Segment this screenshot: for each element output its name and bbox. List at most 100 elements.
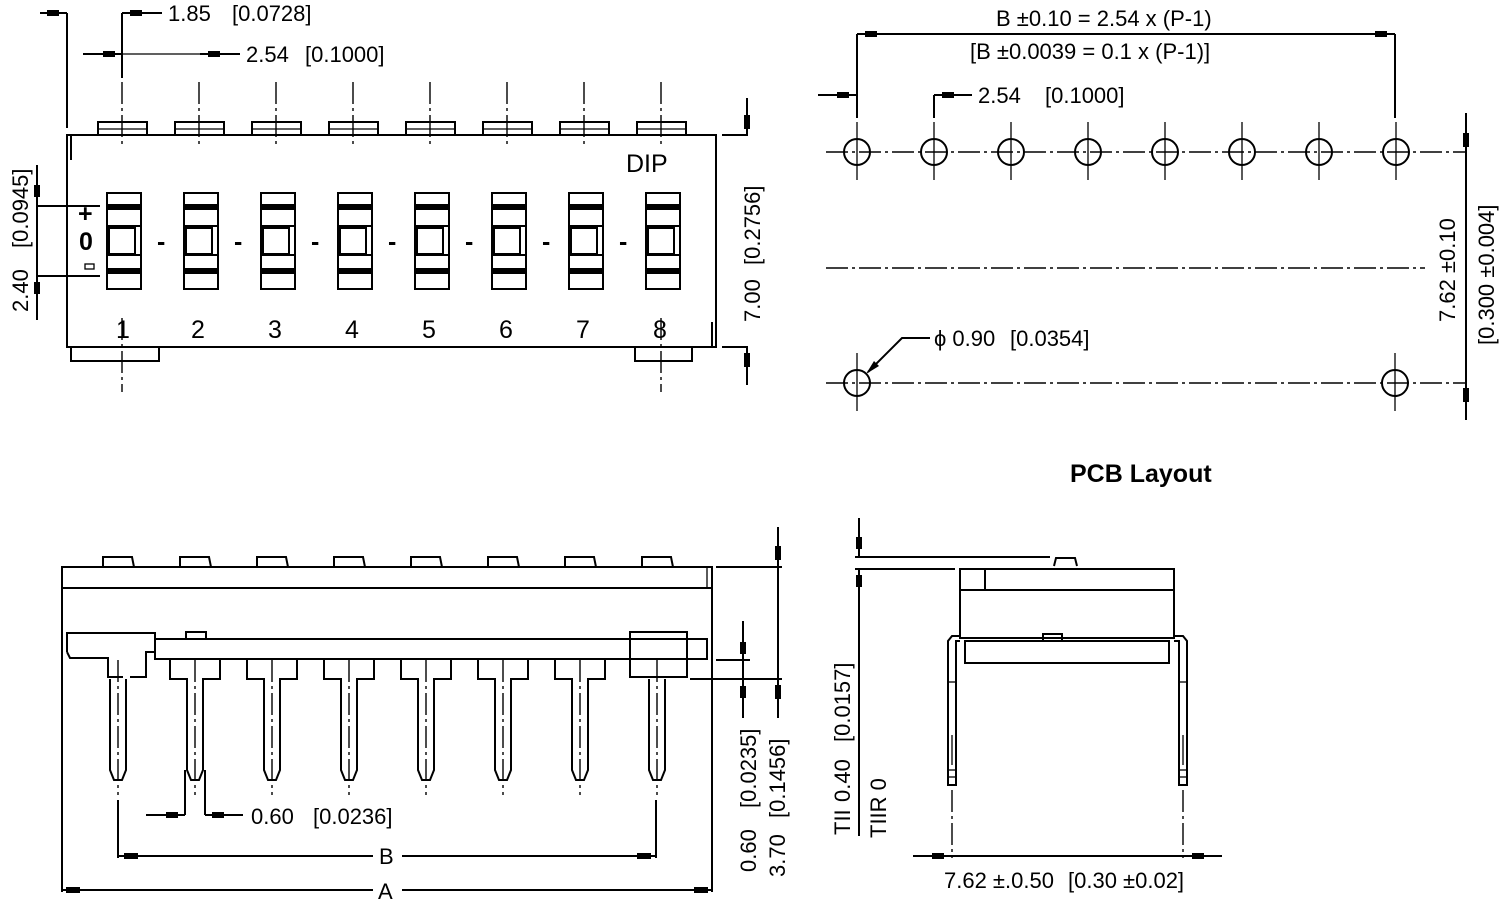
end-row-spacing-inch: [0.30 ±0.02]: [1068, 868, 1184, 893]
side-actuator: [641, 556, 674, 568]
dim-overall-height-inch: [0.1456]: [765, 738, 790, 818]
switch-actuators: [106, 192, 681, 290]
switch-actuator: [647, 227, 675, 255]
dim-arrow: [212, 812, 224, 818]
side-view: 0.60 [0.0236] B A 0.60 [0.0235] 3.70 [0.…: [61, 527, 790, 904]
dim-overall-height: 3.70: [765, 834, 790, 877]
dim-arrow: [744, 115, 750, 129]
switch-band-top: [569, 204, 603, 210]
bottom-pin-tab-8: [634, 346, 693, 362]
side-end-block-left: [66, 632, 156, 678]
pcb-layout-view: B ±0.10 = 2.54 x (P-1) [B ±0.0039 = 0.1 …: [818, 6, 1499, 488]
switch-actuator: [416, 227, 444, 255]
switch-2: [183, 192, 219, 290]
switch-band-top: [184, 204, 218, 210]
switch-housing: [645, 192, 681, 290]
switch-4: [337, 192, 373, 290]
dim-actuator-height: 0.40: [830, 759, 855, 802]
dim-pin-width-inch: [0.0236]: [313, 804, 393, 829]
switch-band-top: [107, 204, 141, 210]
end-row-spacing: 7.62 ±.0.50: [944, 868, 1054, 893]
end-lead-right: [1174, 635, 1188, 786]
side-base: [154, 638, 708, 660]
dim-arrow: [34, 185, 40, 197]
switch-3: [260, 192, 296, 290]
switch-separator: -: [311, 228, 319, 256]
side-pin: [477, 659, 529, 795]
end-top-cover: [959, 568, 1175, 591]
switch-band-top: [261, 204, 295, 210]
leader-arrow: [866, 361, 879, 374]
dim-label-a: A: [378, 879, 393, 904]
end-view: TII 0.40 [0.0157] TIIR 0 7.62 ±.0.50 [0.…: [830, 518, 1222, 893]
pin-centerlines: [121, 82, 662, 392]
side-actuators: [102, 556, 674, 568]
pcb-holes: [843, 122, 1410, 411]
switch-actuator: [339, 227, 367, 255]
dim-arrow: [47, 10, 59, 16]
switch-number: 5: [422, 316, 436, 344]
dim-arrow: [694, 887, 708, 893]
switch-housing: [337, 192, 373, 290]
switch-actuator: [570, 227, 598, 255]
dim-arrow: [865, 31, 877, 37]
side-top-cover: [61, 566, 713, 589]
pcb-span-formula: B ±0.10 = 2.54 x (P-1): [996, 6, 1212, 31]
top-view-body: [66, 134, 717, 348]
pcb-hole-diameter-inch: [0.0354]: [1010, 326, 1090, 351]
end-lead-left: [947, 635, 960, 786]
dim-arrow: [1463, 133, 1469, 147]
switch-number: 1: [116, 316, 130, 344]
dim-arrow: [744, 353, 750, 367]
switch-band-bottom: [184, 268, 218, 274]
side-actuator: [564, 556, 597, 568]
end-base-nub: [1042, 633, 1063, 642]
dim-arrow: [637, 853, 651, 859]
end-mark-bottom: TIIR 0: [866, 778, 891, 838]
side-pins: [109, 659, 666, 795]
dim-arrow: [775, 546, 781, 560]
pcb-hole: [1228, 122, 1256, 180]
dim-arrow: [942, 92, 954, 98]
pcb-span-formula-inch: [B ±0.0039 = 0.1 x (P-1)]: [970, 39, 1210, 64]
dim-body-height: 7.00: [740, 279, 765, 322]
switch-band-bottom: [107, 268, 141, 274]
side-actuator: [256, 556, 289, 568]
switch-housing: [260, 192, 296, 290]
dim-arrow: [775, 685, 781, 699]
pcb-hole: [1382, 122, 1410, 180]
side-pin: [323, 659, 375, 795]
end-actuator: [1053, 557, 1078, 567]
polarity-minus: [84, 263, 95, 270]
switch-separator: -: [157, 228, 165, 256]
dim-label-b: B: [379, 844, 394, 869]
switch-number: 8: [653, 316, 667, 344]
polarity-zero: 0: [79, 228, 93, 256]
switch-separator: -: [619, 228, 627, 256]
switch-band-bottom: [569, 268, 603, 274]
dim-pitch: 2.54: [246, 42, 289, 67]
switch-number: 4: [345, 316, 359, 344]
dim-arrow: [932, 853, 944, 859]
switch-band-bottom: [415, 268, 449, 274]
top-view: 1-2-3-4-5-6-7-8 DIP + 0 1.85 [0.0728] 2.…: [8, 1, 765, 392]
dim-arrow: [740, 686, 746, 698]
pcb-row-spacing-inch: [0.300 ±0.004]: [1474, 204, 1499, 345]
pcb-hole: [1381, 353, 1409, 411]
switch-band-top: [338, 204, 372, 210]
pcb-hole: [1151, 122, 1179, 180]
side-pin: [648, 660, 666, 795]
dim-arrow: [1463, 388, 1469, 402]
dim-arrow: [34, 282, 40, 294]
switch-band-bottom: [646, 268, 680, 274]
hole-leader: [867, 337, 930, 373]
dim-arrow: [837, 92, 849, 98]
dim-arrow: [1375, 31, 1387, 37]
switch-band-bottom: [492, 268, 526, 274]
dim-arrow: [124, 853, 138, 859]
switch-separator: -: [234, 228, 242, 256]
side-end-block-right: [629, 631, 688, 678]
switch-band-top: [646, 204, 680, 210]
dim-body-height-inch: [0.2756]: [740, 185, 765, 265]
